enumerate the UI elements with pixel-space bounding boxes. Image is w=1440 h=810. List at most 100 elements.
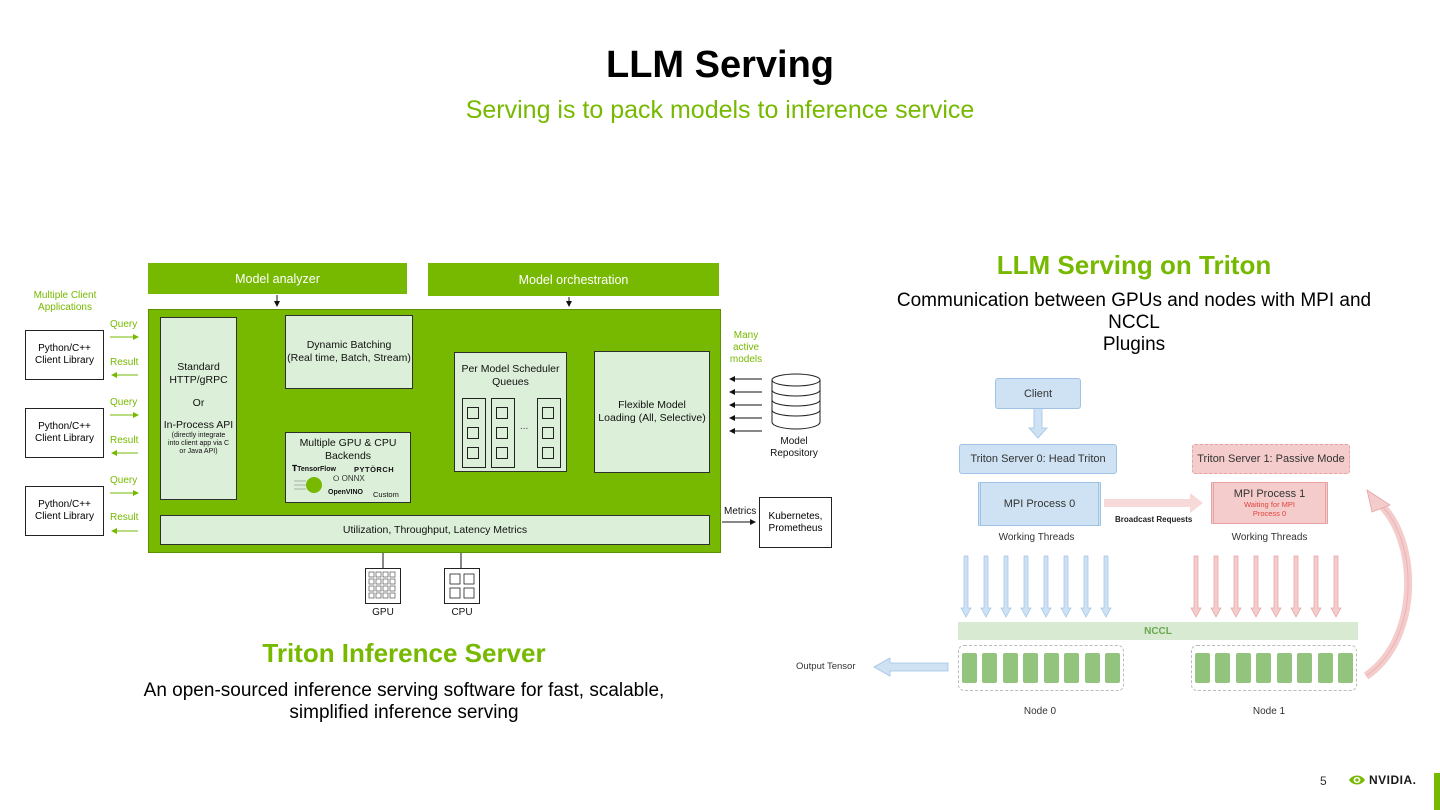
queue-slot <box>467 447 479 459</box>
queue-slot <box>542 407 554 419</box>
slide-title: LLM Serving <box>605 44 835 86</box>
gpu-chip-icon <box>365 568 401 604</box>
api-note1: (directly integrate <box>171 431 226 439</box>
client-box: Client <box>995 378 1081 409</box>
many-models-line1: Many <box>733 330 759 341</box>
many-models-line3: models <box>729 354 763 365</box>
client-library-box: Python/C++Client Library <box>25 486 104 536</box>
queue-ellipsis: ... <box>520 421 529 432</box>
triton-section-description: An open-sourced inference serving softwa… <box>140 680 668 724</box>
output-tensor-label: Output Tensor <box>796 661 856 672</box>
api-line1: Standard <box>177 361 220 374</box>
gpu-block <box>1297 653 1313 683</box>
mpi-process-1-label: MPI Process 1 <box>1233 488 1306 500</box>
scheduler-line2: Queues <box>492 375 529 388</box>
tensorrt-logo <box>294 477 322 493</box>
llm-section-title: LLM Serving on Triton <box>996 250 1272 280</box>
gpu-block <box>1084 653 1100 683</box>
gpu-block <box>982 653 998 683</box>
client-line2: Client Library <box>35 433 94 444</box>
client-line1: Python/C++ <box>38 499 91 510</box>
gpu-block <box>1195 653 1210 683</box>
many-models-line2: active <box>732 342 760 353</box>
api-note3: or Java API) <box>179 447 218 455</box>
api-line2: HTTP/gRPC <box>169 373 228 386</box>
backends-box: Multiple GPU & CPU Backends <box>285 432 411 503</box>
nccl-bar: NCCL <box>958 622 1358 640</box>
metrics-label: Metrics <box>724 506 757 517</box>
slide-subtitle: Serving is to pack models to inference s… <box>465 96 975 124</box>
batching-line2: (Real time, Batch, Stream) <box>287 352 411 364</box>
gpu-label: GPU <box>372 607 394 618</box>
kubernetes-line2: Prometheus <box>768 522 823 534</box>
mpi-process-1-box: MPI Process 1 Waiting for MPI Process 0 <box>1211 482 1328 524</box>
tensorflow-logo: 𝐓TensorFlow <box>292 464 336 473</box>
result-label: Result <box>110 435 139 446</box>
node-0-frame <box>958 645 1124 691</box>
node-1-label: Node 1 <box>1252 706 1286 717</box>
model-repository-label: Model Repository <box>760 436 828 460</box>
queue-slot <box>496 407 508 419</box>
queue-slot <box>467 407 479 419</box>
client-library-box: Python/C++Client Library <box>25 408 104 458</box>
scheduler-line1: Per Model Scheduler <box>461 363 560 375</box>
queue-column <box>491 398 515 468</box>
client-line2: Client Library <box>35 355 94 366</box>
node-0-label: Node 0 <box>1023 706 1057 717</box>
node-0-gpus <box>962 653 1120 683</box>
pytorch-logo: PYTÖRCH <box>354 465 395 474</box>
custom-backend-label: Custom <box>373 490 399 499</box>
llm-description-line2: Plugins <box>1102 334 1166 355</box>
model-loading-box: Flexible Model Loading (All, Selective) <box>594 351 710 473</box>
many-models-label: Many active models <box>724 330 768 366</box>
backends-line2: Backends <box>324 449 372 462</box>
loading-line2: Loading (All, Selective) <box>598 412 706 424</box>
queue-column <box>462 398 486 468</box>
api-note2: into client app via C <box>167 439 230 447</box>
gpu-block <box>1002 653 1018 683</box>
nvidia-eye-icon <box>1349 775 1365 785</box>
client-line2: Client Library <box>35 511 94 522</box>
node-1-frame <box>1191 645 1357 691</box>
gpu-block <box>1235 653 1251 683</box>
queue-slot <box>467 427 479 439</box>
llm-section-description: Communication between GPUs and nodes wit… <box>870 290 1398 356</box>
gpu-block <box>1023 653 1039 683</box>
api-line3: Or <box>192 396 205 409</box>
onnx-label: ONNX <box>341 474 365 483</box>
query-label: Query <box>110 319 138 330</box>
head-triton-server-box: Triton Server 0: Head Triton <box>959 444 1117 474</box>
kubernetes-box: Kubernetes,Prometheus <box>759 497 832 548</box>
waiting-line2: Process 0 <box>1252 509 1287 518</box>
result-label: Result <box>110 512 139 523</box>
clients-heading-line2: Applications <box>38 302 92 313</box>
database-icon <box>771 373 821 430</box>
gpu-block <box>1276 653 1292 683</box>
repository-line1: Model <box>780 436 808 447</box>
model-analyzer-bar: Model analyzer <box>148 263 407 294</box>
gpu-block <box>1317 653 1333 683</box>
model-orchestration-bar: Model orchestration <box>428 263 719 296</box>
gpu-block <box>1337 653 1353 683</box>
query-label: Query <box>110 397 138 408</box>
mpi-process-0-box: MPI Process 0 <box>978 482 1101 526</box>
kubernetes-line1: Kubernetes, <box>768 510 823 522</box>
gpu-block <box>1043 653 1059 683</box>
clients-heading-line1: Multiple Client <box>33 290 97 301</box>
client-line1: Python/C++ <box>38 421 91 432</box>
llm-description-line1: Communication between GPUs and nodes wit… <box>896 290 1372 333</box>
client-line1: Python/C++ <box>38 343 91 354</box>
queue-slot <box>542 447 554 459</box>
queue-slot <box>542 427 554 439</box>
openvino-logo: OpenVINO <box>328 489 364 496</box>
dynamic-batching-box: Dynamic Batching (Real time, Batch, Stre… <box>285 315 413 389</box>
cpu-label: CPU <box>451 607 473 618</box>
query-label: Query <box>110 475 138 486</box>
gpu-block <box>1215 653 1231 683</box>
working-threads-0-label: Working Threads <box>998 532 1075 543</box>
nvidia-wordmark: NVIDIA. <box>1369 773 1417 787</box>
tensorflow-label: TensorFlow <box>297 466 336 473</box>
repository-line2: Repository <box>770 448 818 459</box>
queue-column <box>537 398 561 468</box>
